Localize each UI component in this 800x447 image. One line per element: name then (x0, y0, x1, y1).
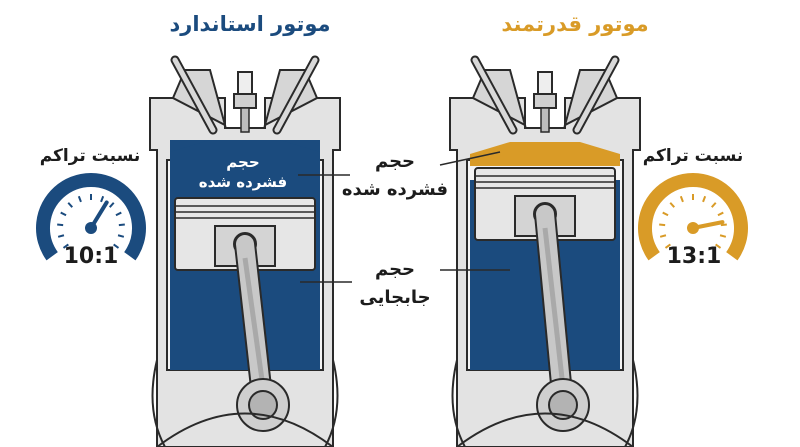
performance-engine-title: موتور قدرتمند (501, 12, 649, 36)
crankshaft-arc (156, 412, 334, 447)
gauge-tick (118, 223, 125, 227)
compressed-volume-label: حجم فشرده شده (340, 148, 450, 204)
label-line: حجم (226, 153, 260, 171)
gauge-tick (57, 234, 65, 238)
gauge-tick (77, 195, 82, 203)
spark-plug-insulator (237, 71, 253, 95)
gauge-tick (710, 202, 717, 208)
gauge-tick (60, 211, 67, 217)
standard-compression-ratio-caption: نسبت تراکم (39, 146, 141, 166)
performance-compression-ratio-value: 13:1 (666, 244, 722, 269)
leader-line (439, 151, 501, 166)
crankcase-outline (451, 359, 639, 447)
exhaust-valve-stem-fill (274, 57, 318, 133)
gauge-tick (702, 195, 707, 203)
label-line: فشرده شده (341, 179, 449, 200)
gauge-hub (687, 222, 699, 234)
gauge-tick (679, 195, 684, 203)
gauge-hub (85, 222, 97, 234)
spark-plug-hex (233, 93, 257, 109)
standard-compression-ratio-value: 10:1 (63, 244, 119, 269)
crank-pin (248, 390, 278, 420)
compressed-volume-area (470, 142, 620, 166)
crank-pin (548, 390, 578, 420)
compressed-volume-area (170, 140, 320, 196)
displacement-volume-label: حجم جابجایی (345, 256, 445, 312)
intake-valve-stem-fill (172, 57, 216, 133)
gauge-tick (662, 211, 669, 217)
gauge-arc (36, 173, 146, 261)
gauge-tick (113, 243, 120, 249)
gauge-tick (57, 223, 64, 227)
performance-compression-ratio-caption: نسبت تراکم (642, 146, 744, 166)
gauge-tick (715, 243, 722, 249)
gauge-tick (100, 195, 105, 203)
standard-engine-cylinder (149, 55, 341, 447)
gauge-tick (659, 223, 666, 227)
label-leader-lines (298, 151, 510, 283)
label-line: حجم (374, 151, 416, 172)
gauge-tick (115, 211, 122, 217)
spark-plug-thread (240, 107, 250, 133)
connecting-rod-groove (542, 227, 566, 388)
label-line: جابجایی (359, 287, 431, 308)
gauge-tick (669, 202, 676, 208)
gauge-tick (664, 243, 671, 249)
standard-engine-title: موتور استاندارد (169, 12, 331, 36)
standard-compressed-volume-label: حجم فشرده شده (188, 152, 298, 192)
gauge-tick (108, 202, 115, 208)
gauge-tick (720, 223, 727, 227)
gauge-arc (638, 173, 748, 261)
gauge-tick (62, 243, 69, 249)
connecting-rod-groove (242, 257, 266, 388)
gauge-tick (117, 234, 125, 238)
gauge-tick (719, 234, 727, 238)
spark-plug-thread (540, 107, 550, 133)
performance-engine-cylinder (449, 55, 641, 447)
label-line: فشرده شده (198, 173, 288, 191)
gauge-tick (717, 211, 724, 217)
crankcase-outline (151, 359, 339, 447)
spark-plug-insulator (537, 71, 553, 95)
crankshaft-arc (456, 412, 634, 447)
gauge-icon (36, 173, 146, 261)
exhaust-valve-stem-fill (574, 57, 618, 133)
gauge-icon (638, 173, 748, 261)
spark-plug-hex (533, 93, 557, 109)
label-line: حجم (374, 259, 416, 280)
intake-valve-stem-fill (472, 57, 516, 133)
gauge-tick (67, 202, 74, 208)
gauge-tick (659, 234, 667, 238)
